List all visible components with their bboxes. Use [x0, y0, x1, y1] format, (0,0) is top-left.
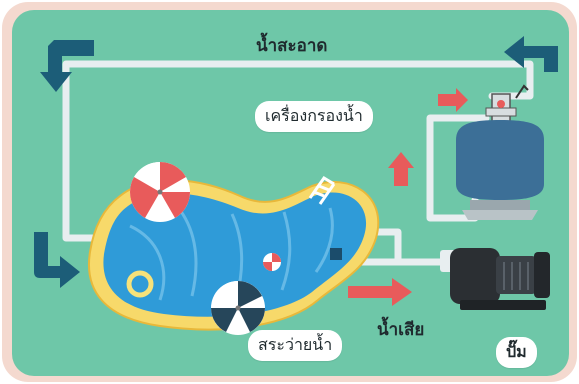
pump-housing [450, 248, 500, 304]
drain-icon [330, 248, 342, 260]
pool-outlet-pipe [364, 228, 456, 266]
pressure-gauge-icon [497, 100, 505, 108]
pool-water-ripples [129, 207, 334, 301]
umbrella-red-icon [129, 162, 190, 222]
corner-arrow-top-right [504, 32, 558, 72]
swim-ring-icon [126, 270, 154, 298]
pool-ladder-icon [308, 175, 336, 205]
flow-arrows-red [348, 88, 468, 306]
dirty-water-label: น้ำเสีย [377, 320, 425, 340]
clean-water-label: น้ำสะอาด [256, 36, 328, 56]
pump [440, 248, 550, 310]
arrow-to-pump [348, 278, 412, 306]
umbrella-blue-icon [211, 281, 265, 335]
pool-water [103, 192, 367, 317]
pool-label: สระว่ายน้ำ [248, 330, 343, 361]
filter-tank [456, 84, 544, 220]
filter-label: เครื่องกรองน้ำ [255, 101, 373, 132]
arrow-into-filter [438, 88, 468, 112]
corner-arrow-top-left [40, 40, 94, 92]
pump-label: ปั๊ม [496, 337, 537, 368]
corner-arrow-bottom-left [34, 232, 80, 288]
flow-arrows-dark [34, 32, 558, 288]
filter-tank-body [456, 120, 544, 200]
arrow-up-to-filter [388, 152, 414, 186]
